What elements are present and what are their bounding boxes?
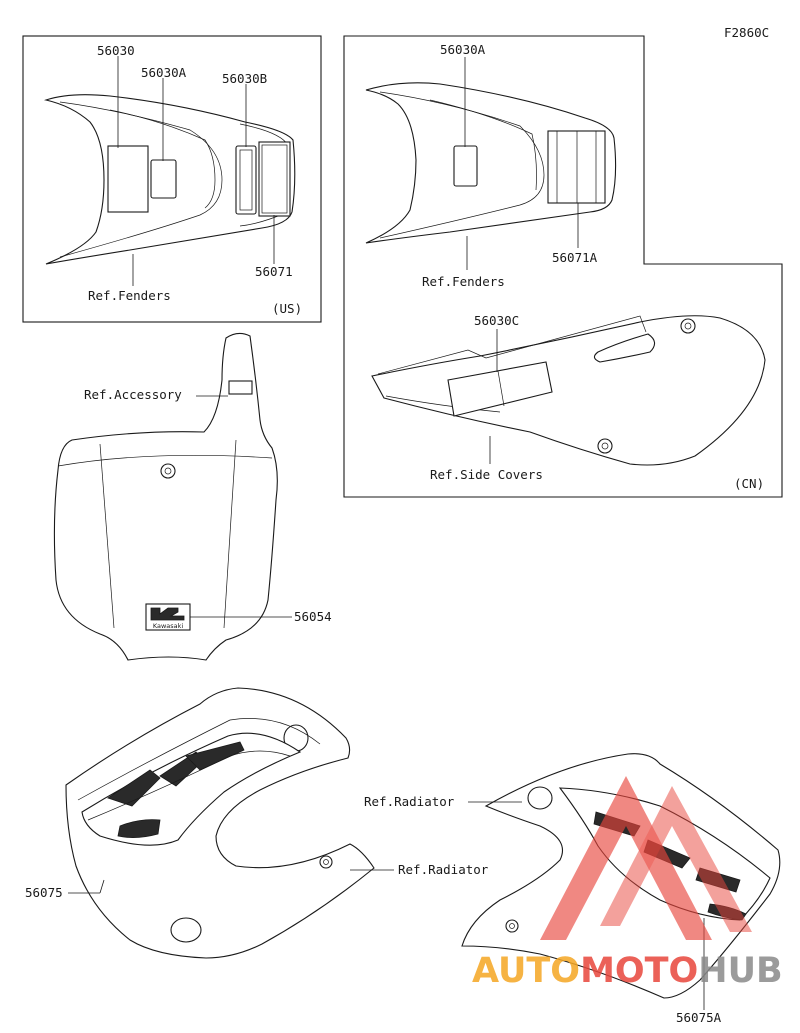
side-cover-outline xyxy=(371,315,766,466)
label-56071: 56071 xyxy=(255,264,293,279)
kx-stroke-1 xyxy=(107,769,161,807)
cn-fender-outline xyxy=(365,82,617,244)
label-ref-accessory: Ref.Accessory xyxy=(84,387,182,402)
right-shroud-bolt xyxy=(505,919,519,933)
label-56075: 56075 xyxy=(25,885,63,900)
label-56030: 56030 xyxy=(97,43,135,58)
decal-56030c[interactable] xyxy=(447,361,553,417)
watermark-logo-mark-2 xyxy=(600,786,752,932)
leader-56075-tail xyxy=(99,879,105,894)
decal-56071-inner xyxy=(261,144,288,214)
side-cover-bolt-bottom xyxy=(597,438,613,454)
us-frame xyxy=(22,35,322,323)
number-plate-rib-right xyxy=(223,439,237,629)
accessory-tab xyxy=(228,380,253,395)
label-ref-side-covers: Ref.Side Covers xyxy=(430,467,543,482)
decal-56030a-cn[interactable] xyxy=(453,145,478,187)
label-56030b: 56030B xyxy=(222,71,267,86)
decal-56054-kawasaki-logo[interactable]: Kawasaki xyxy=(145,603,191,631)
decal-56030c-divider xyxy=(497,370,505,407)
us-fender-inner-2 xyxy=(109,109,216,209)
label-56071a: 56071A xyxy=(552,250,598,265)
label-ref-fenders-cn: Ref.Fenders xyxy=(422,274,505,289)
side-cover-slot xyxy=(593,333,656,363)
watermark-logo-mark xyxy=(540,776,712,940)
label-56030a-us: 56030A xyxy=(141,65,187,80)
cn-fender-inner-2 xyxy=(429,99,537,191)
label-56075a: 56075A xyxy=(676,1010,722,1025)
label-ref-radiator-right: Ref.Radiator xyxy=(364,794,455,809)
right-shroud-bolt-inner xyxy=(509,923,515,929)
decal-56030b-us[interactable] xyxy=(235,145,257,215)
number-plate-rib-left xyxy=(99,443,115,629)
decal-56030a-us[interactable] xyxy=(150,159,177,199)
left-shroud-outline xyxy=(65,687,375,959)
us-fender-group: 56030 56030A 56030B 56071 Ref.Fenders (U… xyxy=(22,35,322,323)
side-cover-crease xyxy=(385,395,501,413)
label-ref-radiator-left: Ref.Radiator xyxy=(398,862,489,877)
watermark-auto: AUTO xyxy=(472,951,580,991)
decal-56071a-cn[interactable] xyxy=(547,130,606,204)
decal-56030b-inner xyxy=(239,149,253,211)
left-shroud-line xyxy=(77,718,321,801)
kx-sub-badge xyxy=(117,819,161,838)
us-fender-outline xyxy=(43,94,296,265)
left-shroud-bolt-inner xyxy=(323,859,329,865)
decal-56030-us[interactable] xyxy=(107,145,149,213)
left-shroud-group: 56075 Ref.Radiator xyxy=(25,687,489,959)
side-cover-bolt-top-inner xyxy=(684,322,692,330)
left-shroud-bolt xyxy=(319,855,333,869)
cn-group: 56030A 56071A Ref.Fenders 56030C Ref.Sid… xyxy=(343,35,783,498)
kx-stroke-3 xyxy=(185,741,245,771)
label-ref-fenders-us: Ref.Fenders xyxy=(88,288,171,303)
side-cover-bolt-bottom-inner xyxy=(601,442,609,450)
figure-code: F2860C xyxy=(724,25,769,40)
side-cover-edge xyxy=(377,315,647,375)
label-region-cn: (CN) xyxy=(734,476,764,491)
watermark-text: AUTOMOTOHUB xyxy=(472,951,783,991)
number-plate-bolt-inner xyxy=(164,467,172,475)
watermark: AUTOMOTOHUB xyxy=(472,776,783,991)
label-56030c: 56030C xyxy=(474,313,519,328)
side-cover-bolt-top xyxy=(680,318,696,334)
number-plate-group: Kawasaki Ref.Accessory 56054 xyxy=(53,332,332,661)
watermark-moto: MOTO xyxy=(580,951,698,991)
number-plate-bolt xyxy=(160,463,176,479)
right-shroud-outline xyxy=(461,753,781,999)
number-plate-outline xyxy=(53,332,278,661)
cn-frame xyxy=(343,35,783,498)
decal-56071-us[interactable] xyxy=(258,141,291,217)
right-shroud-hole xyxy=(527,786,553,810)
logo-wordmark: Kawasaki xyxy=(153,622,184,630)
decal-56075-kx-graphic[interactable] xyxy=(81,732,302,846)
label-region-us: (US) xyxy=(272,301,302,316)
logo-k-mark xyxy=(150,607,185,621)
left-shroud-hole-bottom xyxy=(170,917,202,943)
label-56030a-cn: 56030A xyxy=(440,42,486,57)
watermark-hub: HUB xyxy=(698,951,782,991)
kx-stripe xyxy=(87,750,291,821)
cn-fender-inner-1 xyxy=(379,91,545,239)
label-56054: 56054 xyxy=(294,609,332,624)
number-plate-top-edge xyxy=(57,454,273,467)
